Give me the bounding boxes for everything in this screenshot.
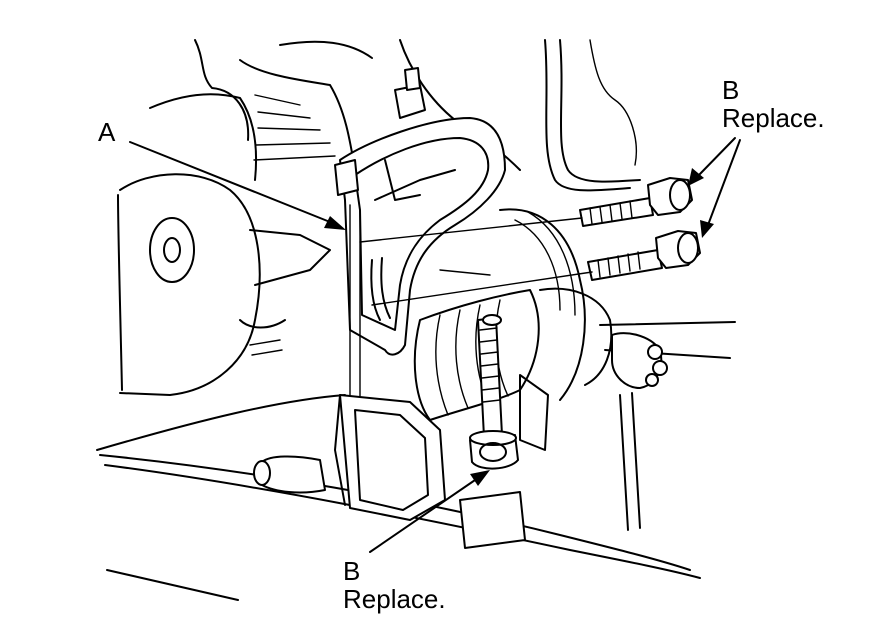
callout-b-bottom-letter: B bbox=[343, 556, 361, 586]
callout-b-right-letter: B bbox=[722, 75, 740, 105]
callout-a-letter: A bbox=[98, 117, 116, 147]
upper-bolt-1 bbox=[579, 177, 693, 227]
guide-lines bbox=[359, 217, 593, 306]
upper-bolt-2 bbox=[587, 230, 701, 281]
lower-bolt bbox=[469, 314, 519, 470]
cv-boot bbox=[413, 208, 613, 421]
callout-b-right: B Replace. bbox=[722, 76, 825, 132]
leader-b-right bbox=[688, 137, 741, 238]
tie-rod bbox=[519, 321, 736, 531]
left-housing bbox=[117, 39, 373, 396]
leader-b-bottom bbox=[369, 470, 490, 553]
caliper bbox=[253, 394, 526, 549]
bracket bbox=[334, 117, 506, 401]
callout-b-right-note: Replace. bbox=[722, 103, 825, 133]
leader-a bbox=[129, 141, 346, 230]
callout-b-bottom-note: Replace. bbox=[343, 584, 446, 614]
callout-b-bottom: B Replace. bbox=[343, 557, 446, 613]
sensor bbox=[394, 67, 426, 119]
callout-a: A bbox=[98, 118, 115, 146]
